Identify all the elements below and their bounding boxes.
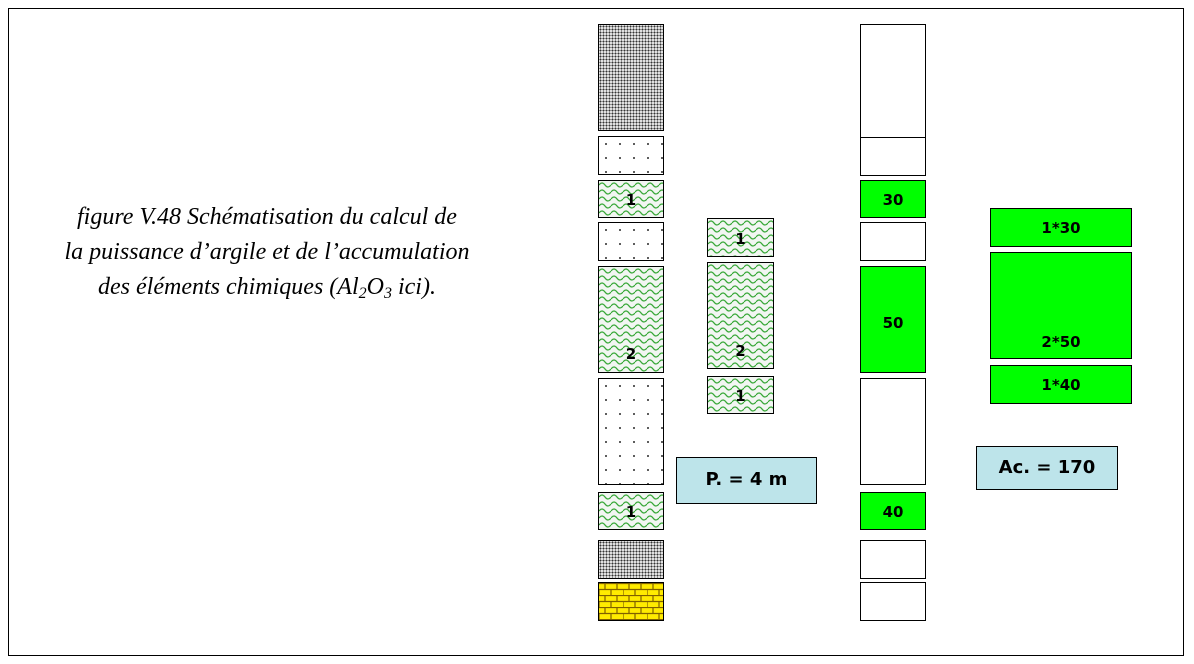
value-label: 50 bbox=[882, 314, 904, 332]
product-cell-middle: 2*50 bbox=[990, 252, 1132, 359]
thickness-result-text: P. = 4 m bbox=[705, 469, 788, 490]
layer-dense-dots-bottom bbox=[598, 540, 664, 579]
caption-line-2: la puissance d’argile et de l’accumulati… bbox=[64, 239, 470, 265]
product-label: 2*50 bbox=[1041, 333, 1081, 351]
product-label: 1*40 bbox=[1041, 376, 1081, 394]
accumulation-result-box: Ac. = 170 bbox=[976, 446, 1118, 490]
value-cell-lower: 40 bbox=[860, 492, 926, 530]
layer-dense-dots-top bbox=[598, 24, 664, 131]
value-cell-empty bbox=[860, 24, 926, 159]
clay-layer-1: 1 bbox=[707, 218, 774, 257]
clay-layer-label: 1 bbox=[735, 230, 746, 248]
value-label: 40 bbox=[882, 503, 904, 521]
value-cell-middle: 50 bbox=[860, 266, 926, 373]
value-label: 30 bbox=[882, 191, 904, 209]
figure-caption: figure V.48 Schématisation du calcul de … bbox=[12, 200, 522, 305]
clay-layer-label: 2 bbox=[625, 345, 637, 363]
value-cell-empty bbox=[860, 582, 926, 621]
product-cell-upper: 1*30 bbox=[990, 208, 1132, 247]
layer-sparse-dots-3 bbox=[598, 378, 664, 485]
layer-clay-1: 1 bbox=[598, 180, 664, 218]
clay-layer-3: 1 bbox=[707, 376, 774, 414]
value-cell-empty bbox=[860, 540, 926, 579]
clay-layer-label: 1 bbox=[735, 387, 746, 405]
product-cell-lower: 1*40 bbox=[990, 365, 1132, 404]
layer-sparse-dots-2 bbox=[598, 222, 664, 261]
value-cell-empty bbox=[860, 222, 926, 261]
layer-sparse-dots-1 bbox=[598, 136, 664, 175]
clay-layer-label: 1 bbox=[625, 191, 637, 209]
clay-layer-2: 2 bbox=[707, 262, 774, 369]
value-cell-empty bbox=[860, 378, 926, 485]
caption-line-1: figure V.48 Schématisation du calcul de bbox=[77, 204, 457, 230]
accumulation-result-text: Ac. = 170 bbox=[998, 457, 1096, 478]
value-cell-upper: 30 bbox=[860, 180, 926, 218]
clay-layer-label: 2 bbox=[735, 342, 746, 360]
value-cell-empty bbox=[860, 137, 926, 176]
figure-frame bbox=[8, 8, 1184, 656]
layer-clay-3: 1 bbox=[598, 492, 664, 530]
clay-layer-label: 1 bbox=[625, 503, 637, 521]
product-label: 1*30 bbox=[1041, 219, 1081, 237]
caption-line-3: des éléments chimiques (Al2O3 ici). bbox=[98, 274, 436, 302]
layer-limestone bbox=[598, 582, 664, 621]
layer-clay-2: 2 bbox=[598, 266, 664, 373]
thickness-result-box: P. = 4 m bbox=[676, 457, 817, 504]
